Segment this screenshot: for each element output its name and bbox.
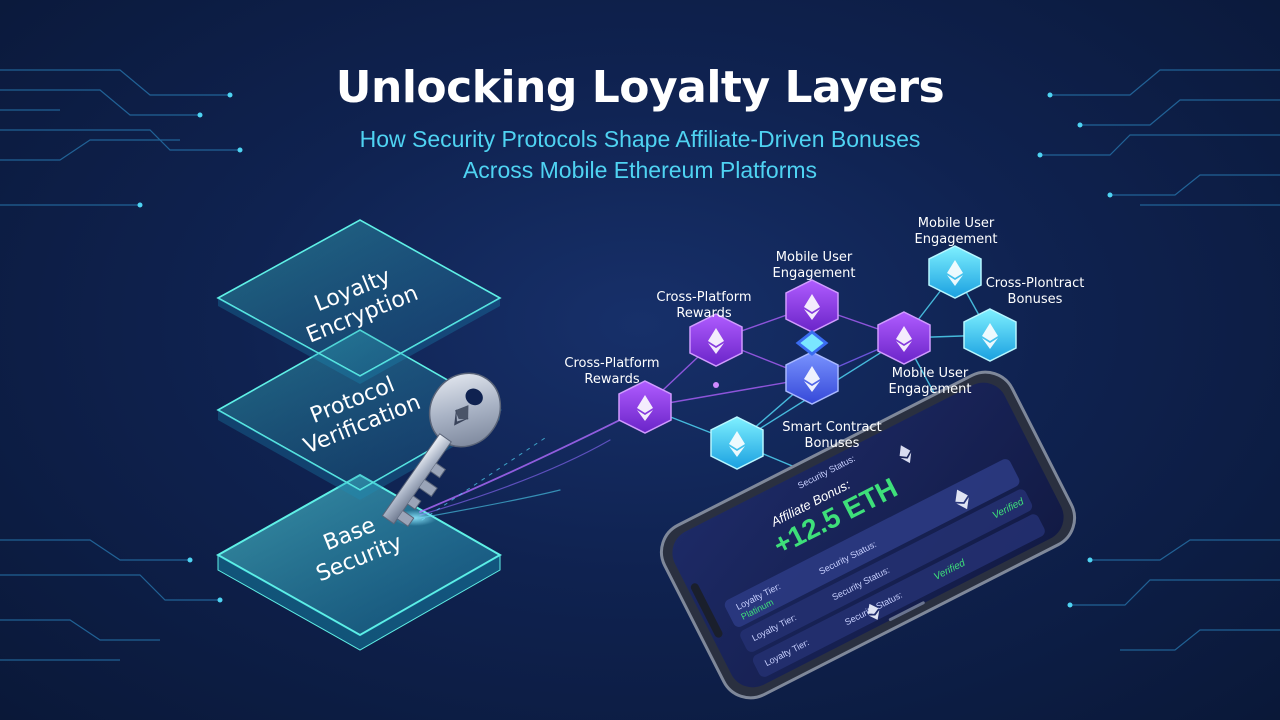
ethereum-icon — [804, 366, 820, 392]
node-label-line-1: Mobile User — [775, 250, 853, 265]
network-node-n7 — [710, 416, 764, 470]
node-label-line-2: Engagement — [914, 232, 998, 247]
node-label-line-2: Rewards — [584, 372, 640, 387]
node-label-line-2: Bonuses — [1007, 292, 1063, 307]
ethereum-icon — [982, 323, 998, 349]
circuit-lines-left — [0, 69, 240, 661]
node-label-line-2: Bonuses — [804, 436, 860, 451]
ethereum-icon — [708, 328, 724, 354]
network-node-n1 — [618, 380, 672, 434]
network-node-n5 — [963, 308, 1017, 362]
node-label-line-2: Engagement — [772, 266, 856, 281]
key-icon — [381, 372, 502, 528]
network-node-n8 — [785, 351, 839, 405]
edge-junction — [713, 382, 719, 388]
ethereum-icon — [637, 395, 653, 421]
network-node-n4 — [928, 245, 982, 299]
node-label-line-1: Cross-Plontract — [985, 276, 1085, 291]
ethereum-icon — [867, 603, 880, 620]
subtitle-line-1: How Security Protocols Shape Affiliate-D… — [359, 126, 921, 152]
network-node-n2 — [689, 313, 743, 367]
phone-ethereum-icon — [899, 445, 912, 464]
ethereum-icon — [729, 431, 745, 457]
node-label-line-1: Mobile User — [917, 216, 995, 231]
node-label-line-1: Mobile User — [891, 366, 969, 381]
circuit-dots — [137, 92, 1113, 608]
node-label-line-2: Engagement — [888, 382, 972, 397]
circuit-lines-right — [1040, 69, 1280, 651]
node-label-line-1: Cross-Platform — [656, 290, 752, 305]
ethereum-icon — [955, 489, 969, 510]
core-diamond — [795, 330, 829, 356]
node-label-line-2: Rewards — [676, 306, 732, 321]
page-subtitle: How Security Protocols Shape Affiliate-D… — [0, 124, 1280, 186]
network-node-n6 — [877, 311, 931, 365]
page-title: Unlocking Loyalty Layers — [335, 62, 945, 113]
ethereum-icon — [804, 294, 820, 320]
layer-loyalty-encryption — [216, 219, 502, 384]
ethereum-icon — [896, 326, 912, 352]
smartphone-icon: Affiliate Bonus: +12.5 ETH Loyalty Tier:… — [659, 370, 1077, 700]
ethereum-icon — [947, 260, 963, 286]
node-label-line-1: Cross-Platform — [564, 356, 660, 371]
node-label-line-1: Smart Contract — [782, 420, 882, 435]
network-node-n3 — [785, 279, 839, 333]
network-nodes — [618, 245, 1017, 470]
phone-home-indicator — [888, 601, 925, 622]
subtitle-line-2: Across Mobile Ethereum Platforms — [462, 157, 818, 183]
